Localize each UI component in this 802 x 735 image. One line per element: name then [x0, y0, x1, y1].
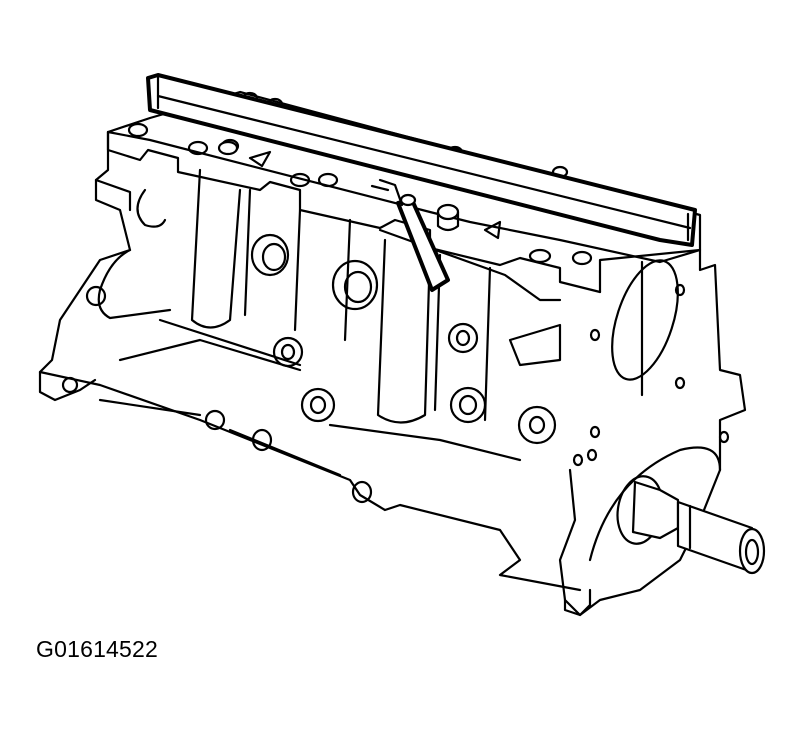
straightedge — [146, 73, 697, 247]
feeler-gauge — [370, 178, 450, 292]
figure-id-label: G01614522 — [36, 636, 159, 662]
crankshaft-snout — [616, 475, 766, 575]
